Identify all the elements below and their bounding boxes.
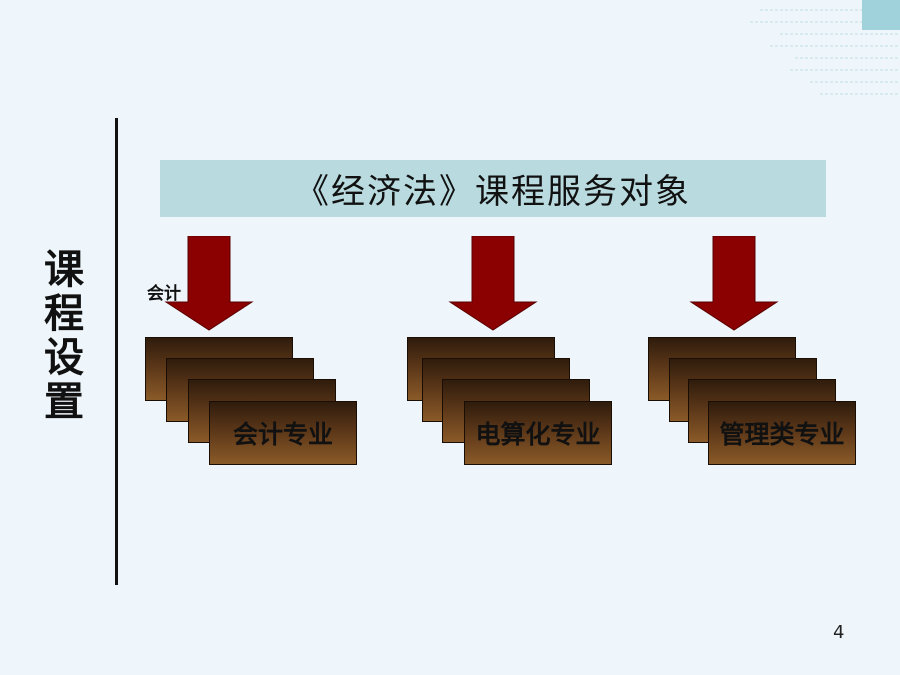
down-arrow-icon	[164, 236, 254, 331]
card-label: 电算化专业	[475, 420, 601, 449]
side-title-char: 程	[44, 290, 84, 337]
down-arrow-icon	[689, 236, 779, 331]
side-title: 课 程 设 置	[40, 248, 88, 424]
card-label: 管理类专业	[719, 420, 845, 449]
side-title-char: 课	[44, 246, 84, 293]
side-title-char: 置	[44, 378, 84, 425]
banner-title: 《经济法》课程服务对象	[295, 172, 691, 212]
corner-accent-block	[862, 0, 900, 30]
card-computerized-accounting: 电算化专业	[464, 401, 612, 465]
down-arrow-icon	[448, 236, 538, 331]
vertical-divider	[115, 118, 118, 585]
card-management: 管理类专业	[708, 401, 856, 465]
card-accounting: 会计专业	[209, 401, 357, 465]
card-label: 会计专业	[232, 420, 333, 449]
stray-label: 会计	[147, 284, 181, 304]
side-title-char: 设	[44, 334, 84, 381]
page-number: 4	[833, 622, 845, 643]
title-banner: 《经济法》课程服务对象	[160, 160, 826, 217]
